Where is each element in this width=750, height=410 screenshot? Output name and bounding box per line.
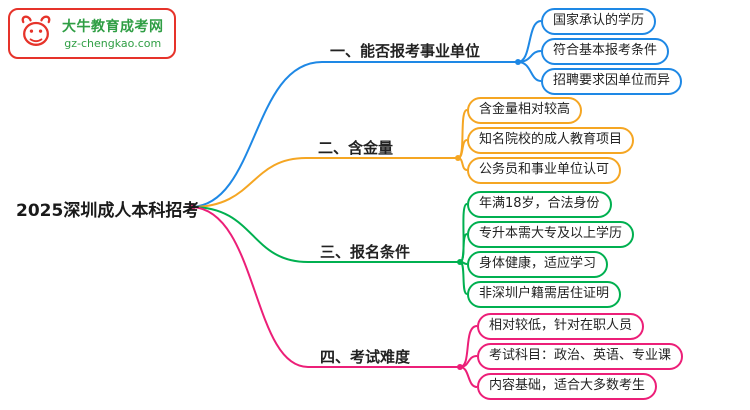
logo-text: 大牛教育成考网 gz-chengkao.com xyxy=(62,16,164,50)
branch-3-label: 三、报名条件 xyxy=(320,243,411,261)
branch-3-links xyxy=(191,203,468,295)
bull-icon xyxy=(21,15,51,46)
branch-4-leaf-3: 内容基础，适合大多数考生 xyxy=(477,373,658,400)
branch-2-links xyxy=(191,109,468,208)
branch-3-leaf-2: 专升本需大专及以上学历 xyxy=(467,221,635,248)
site-name: 大牛教育成考网 xyxy=(62,19,164,35)
branch-1-leaf-2: 符合基本报考条件 xyxy=(541,38,670,65)
branch-3-leaf-3: 身体健康，适应学习 xyxy=(467,251,609,278)
branch-4-leaf-1: 相对较低，针对在职人员 xyxy=(477,313,645,340)
branch-4-leaf-2: 考试科目：政治、英语、专业课 xyxy=(477,343,684,370)
branch-3-leaf-1: 年满18岁，合法身份 xyxy=(467,191,612,218)
branch-2-label: 二、含金量 xyxy=(318,139,394,157)
site-url: gz-chengkao.com xyxy=(64,37,162,50)
branch-4-links xyxy=(191,206,478,388)
branch-1-leaf-1: 国家承认的学历 xyxy=(541,8,657,35)
branch-1-leaf-3: 招聘要求因单位而异 xyxy=(541,68,683,95)
root-node: 2025深圳成人本科招考 xyxy=(16,201,200,221)
branch-1-label: 一、能否报考事业单位 xyxy=(330,42,481,60)
branch-2-leaf-2: 知名院校的成人教育项目 xyxy=(467,127,635,154)
site-logo[interactable]: 大牛教育成考网 gz-chengkao.com xyxy=(8,8,176,59)
branch-3-leaf-4: 非深圳户籍需居住证明 xyxy=(467,281,622,308)
branch-2-leaf-1: 含金量相对较高 xyxy=(467,97,583,124)
branch-2-leaf-3: 公务员和事业单位认可 xyxy=(467,157,622,184)
root-junction-dot xyxy=(188,203,196,211)
branch-4-label: 四、考试难度 xyxy=(320,348,411,366)
branch-1-links xyxy=(191,20,542,208)
